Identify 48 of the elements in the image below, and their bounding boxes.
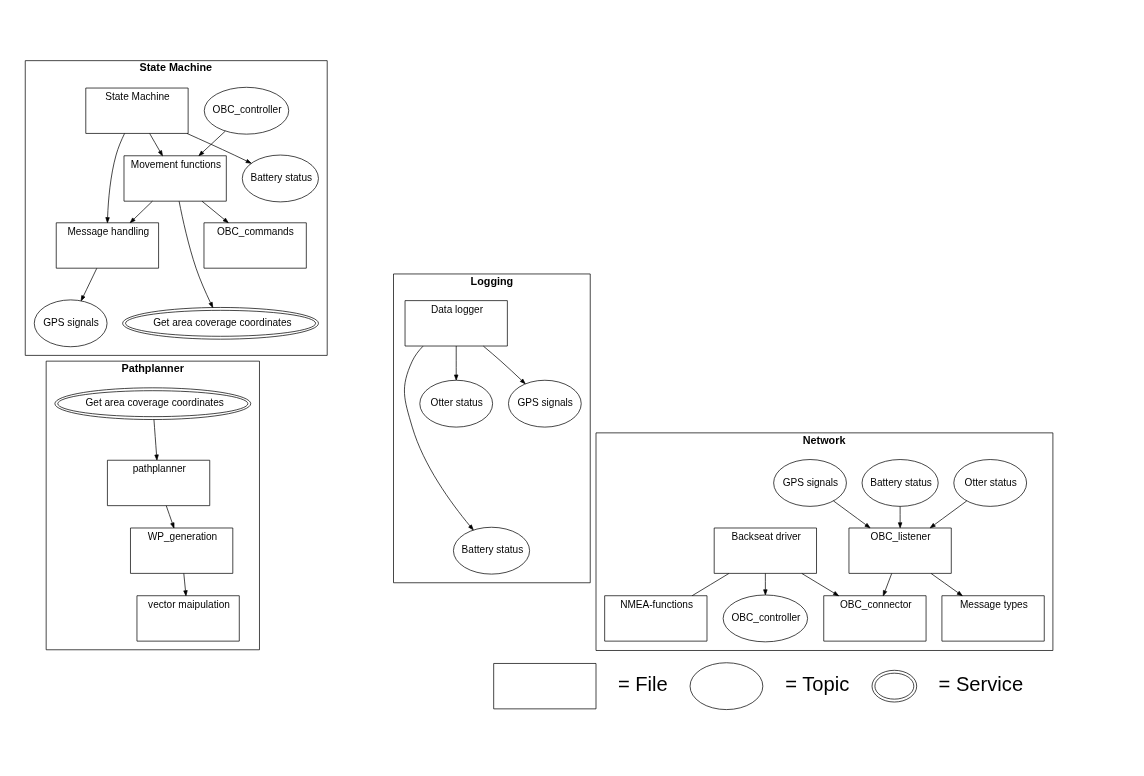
arrow <box>153 419 159 461</box>
arrow <box>833 500 871 529</box>
node-box: Backseat driver <box>713 527 817 574</box>
node-box: Message handling <box>55 222 159 269</box>
arrow <box>929 500 968 529</box>
node-ellipse: Otter status <box>953 459 1027 507</box>
arrow <box>930 573 963 597</box>
node-box: vector maipulation <box>136 595 240 642</box>
arrow <box>105 133 125 223</box>
node-box: Message types <box>941 595 1045 642</box>
arrow <box>129 200 153 224</box>
arrow <box>201 200 229 224</box>
legend-label: = Service <box>938 673 1024 696</box>
arrow <box>454 345 459 381</box>
node-ellipse: OBC_controller <box>203 86 290 135</box>
connector <box>691 573 730 597</box>
node-ellipse: Otter status <box>419 379 493 428</box>
node-box: OBC_commands <box>203 222 307 269</box>
node-box: OBC_listener <box>848 527 952 574</box>
node-ellipse: OBC_controller <box>722 594 808 643</box>
arrow <box>898 506 903 529</box>
node-ellipse: GPS signals <box>773 459 847 507</box>
legend-label: = Topic <box>785 673 850 696</box>
arrow <box>80 267 98 302</box>
arrow <box>404 345 474 531</box>
node-box: pathplanner <box>107 459 211 506</box>
node-box: Movement functions <box>123 155 227 202</box>
arrow <box>183 573 188 597</box>
node-box: State Machine <box>85 87 189 134</box>
node-box: Data logger <box>404 300 508 347</box>
arrow <box>763 573 768 596</box>
arrow <box>149 133 163 157</box>
arrow <box>198 130 226 157</box>
node-box: WP_generation <box>130 527 234 574</box>
arrow <box>165 505 175 529</box>
arrow <box>186 133 252 164</box>
node-circle <box>689 662 764 710</box>
legend-label: = File <box>617 673 668 696</box>
node-box <box>493 663 597 710</box>
arrow <box>801 573 839 597</box>
arrow <box>483 345 526 385</box>
node-box: NMEA-functions <box>604 595 708 642</box>
arrow <box>178 200 214 308</box>
node-box: OBC_connector <box>823 595 927 642</box>
node-ellipse: GPS signals <box>33 299 108 348</box>
node-ellipse: Battery status <box>861 459 939 507</box>
arrow <box>882 573 893 597</box>
node-ellipse: Battery status <box>241 154 319 203</box>
